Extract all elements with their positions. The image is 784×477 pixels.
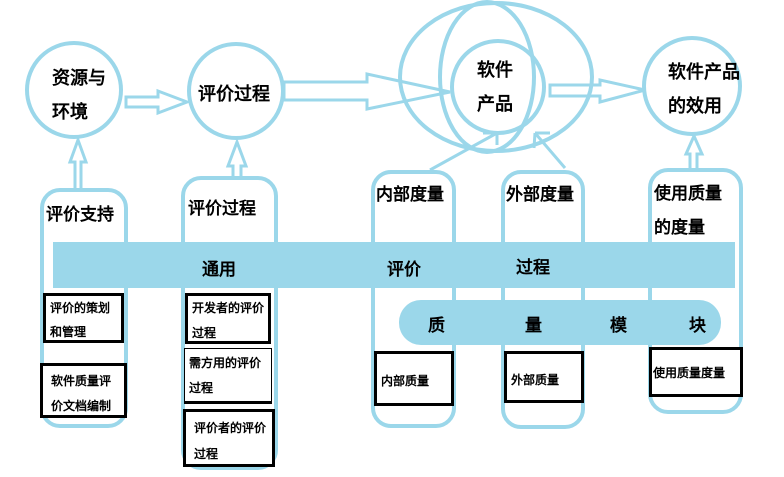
box-internal-quality: 内部质量 bbox=[374, 351, 454, 406]
support-title: 评价支持 bbox=[46, 205, 114, 225]
band-word-quality-2: 量 bbox=[525, 316, 542, 336]
box-in-use-quality-label: 使用质量度量 bbox=[653, 366, 726, 380]
eval-process-label: 评价过程 bbox=[198, 84, 270, 105]
resources-label-1: 资源与 bbox=[52, 68, 106, 89]
product-outer-ellipse-2 bbox=[438, 0, 536, 154]
band-word-quality-4: 块 bbox=[689, 316, 706, 336]
box-developer-process-line1: 开发者的评价 bbox=[192, 301, 265, 315]
column-in-use bbox=[648, 168, 743, 414]
effect-label-2: 的效用 bbox=[668, 96, 722, 117]
arrow-process-up bbox=[225, 137, 249, 180]
in-use-title-1: 使用质量 bbox=[654, 184, 722, 204]
resources-label-2: 环境 bbox=[52, 102, 88, 123]
box-developer-process: 开发者的评价 过程 bbox=[185, 293, 271, 344]
band-word-evaluation: 评价 bbox=[387, 260, 421, 280]
external-title: 外部度量 bbox=[506, 185, 574, 205]
box-eval-planning-line1: 评价的策划 bbox=[50, 301, 111, 315]
product-circle bbox=[450, 39, 546, 135]
resources-circle bbox=[25, 41, 123, 139]
process-title: 评价过程 bbox=[188, 199, 256, 219]
arrow-resources-to-process bbox=[124, 88, 192, 116]
band-word-process: 过程 bbox=[516, 258, 550, 278]
box-acquirer-process-line2: 过程 bbox=[189, 381, 214, 395]
arrow-product-to-effect bbox=[548, 78, 646, 104]
internal-title: 内部度量 bbox=[376, 185, 444, 205]
box-evaluator-process-line2: 过程 bbox=[194, 447, 219, 461]
box-developer-process-line2: 过程 bbox=[192, 326, 217, 340]
arrow-inuse-up bbox=[683, 132, 705, 168]
product-label-2: 产品 bbox=[477, 94, 513, 115]
effect-circle bbox=[642, 36, 742, 136]
box-quality-doc: 软件质量评 价文档编制 bbox=[40, 363, 127, 418]
column-process bbox=[181, 176, 278, 470]
arrow-process-to-product bbox=[282, 72, 451, 111]
band-word-quality-1: 质 bbox=[428, 316, 445, 336]
box-external-quality-label: 外部质量 bbox=[511, 373, 560, 387]
arrow-external-to-product bbox=[532, 131, 567, 169]
quality-model-band bbox=[399, 300, 721, 345]
in-use-title-2: 的度量 bbox=[654, 218, 705, 238]
box-quality-doc-line1: 软件质量评 bbox=[51, 374, 112, 388]
box-evaluator-process: 评价者的评价 过程 bbox=[183, 409, 275, 467]
box-acquirer-process-line1: 需方用的评价 bbox=[189, 356, 262, 370]
general-evaluation-band bbox=[53, 242, 735, 288]
column-support bbox=[40, 188, 128, 428]
arrow-internal-to-product bbox=[429, 131, 499, 172]
arrow-support-up bbox=[67, 135, 89, 190]
box-acquirer-process: 需方用的评价 过程 bbox=[184, 348, 272, 404]
column-external bbox=[501, 170, 585, 429]
band-word-general: 通用 bbox=[202, 260, 236, 280]
box-quality-doc-line2: 价文档编制 bbox=[51, 399, 112, 413]
column-internal bbox=[371, 170, 456, 428]
band-word-quality-3: 模 bbox=[610, 316, 627, 336]
box-eval-planning-line2: 和管理 bbox=[50, 325, 87, 339]
effect-label-1: 软件产品 bbox=[668, 62, 740, 83]
product-label-1: 软件 bbox=[477, 60, 513, 81]
box-external-quality: 外部质量 bbox=[504, 351, 584, 403]
box-evaluator-process-line1: 评价者的评价 bbox=[194, 421, 267, 435]
box-internal-quality-label: 内部质量 bbox=[381, 374, 430, 388]
box-in-use-quality: 使用质量度量 bbox=[649, 347, 743, 397]
box-eval-planning: 评价的策划 和管理 bbox=[43, 293, 124, 343]
